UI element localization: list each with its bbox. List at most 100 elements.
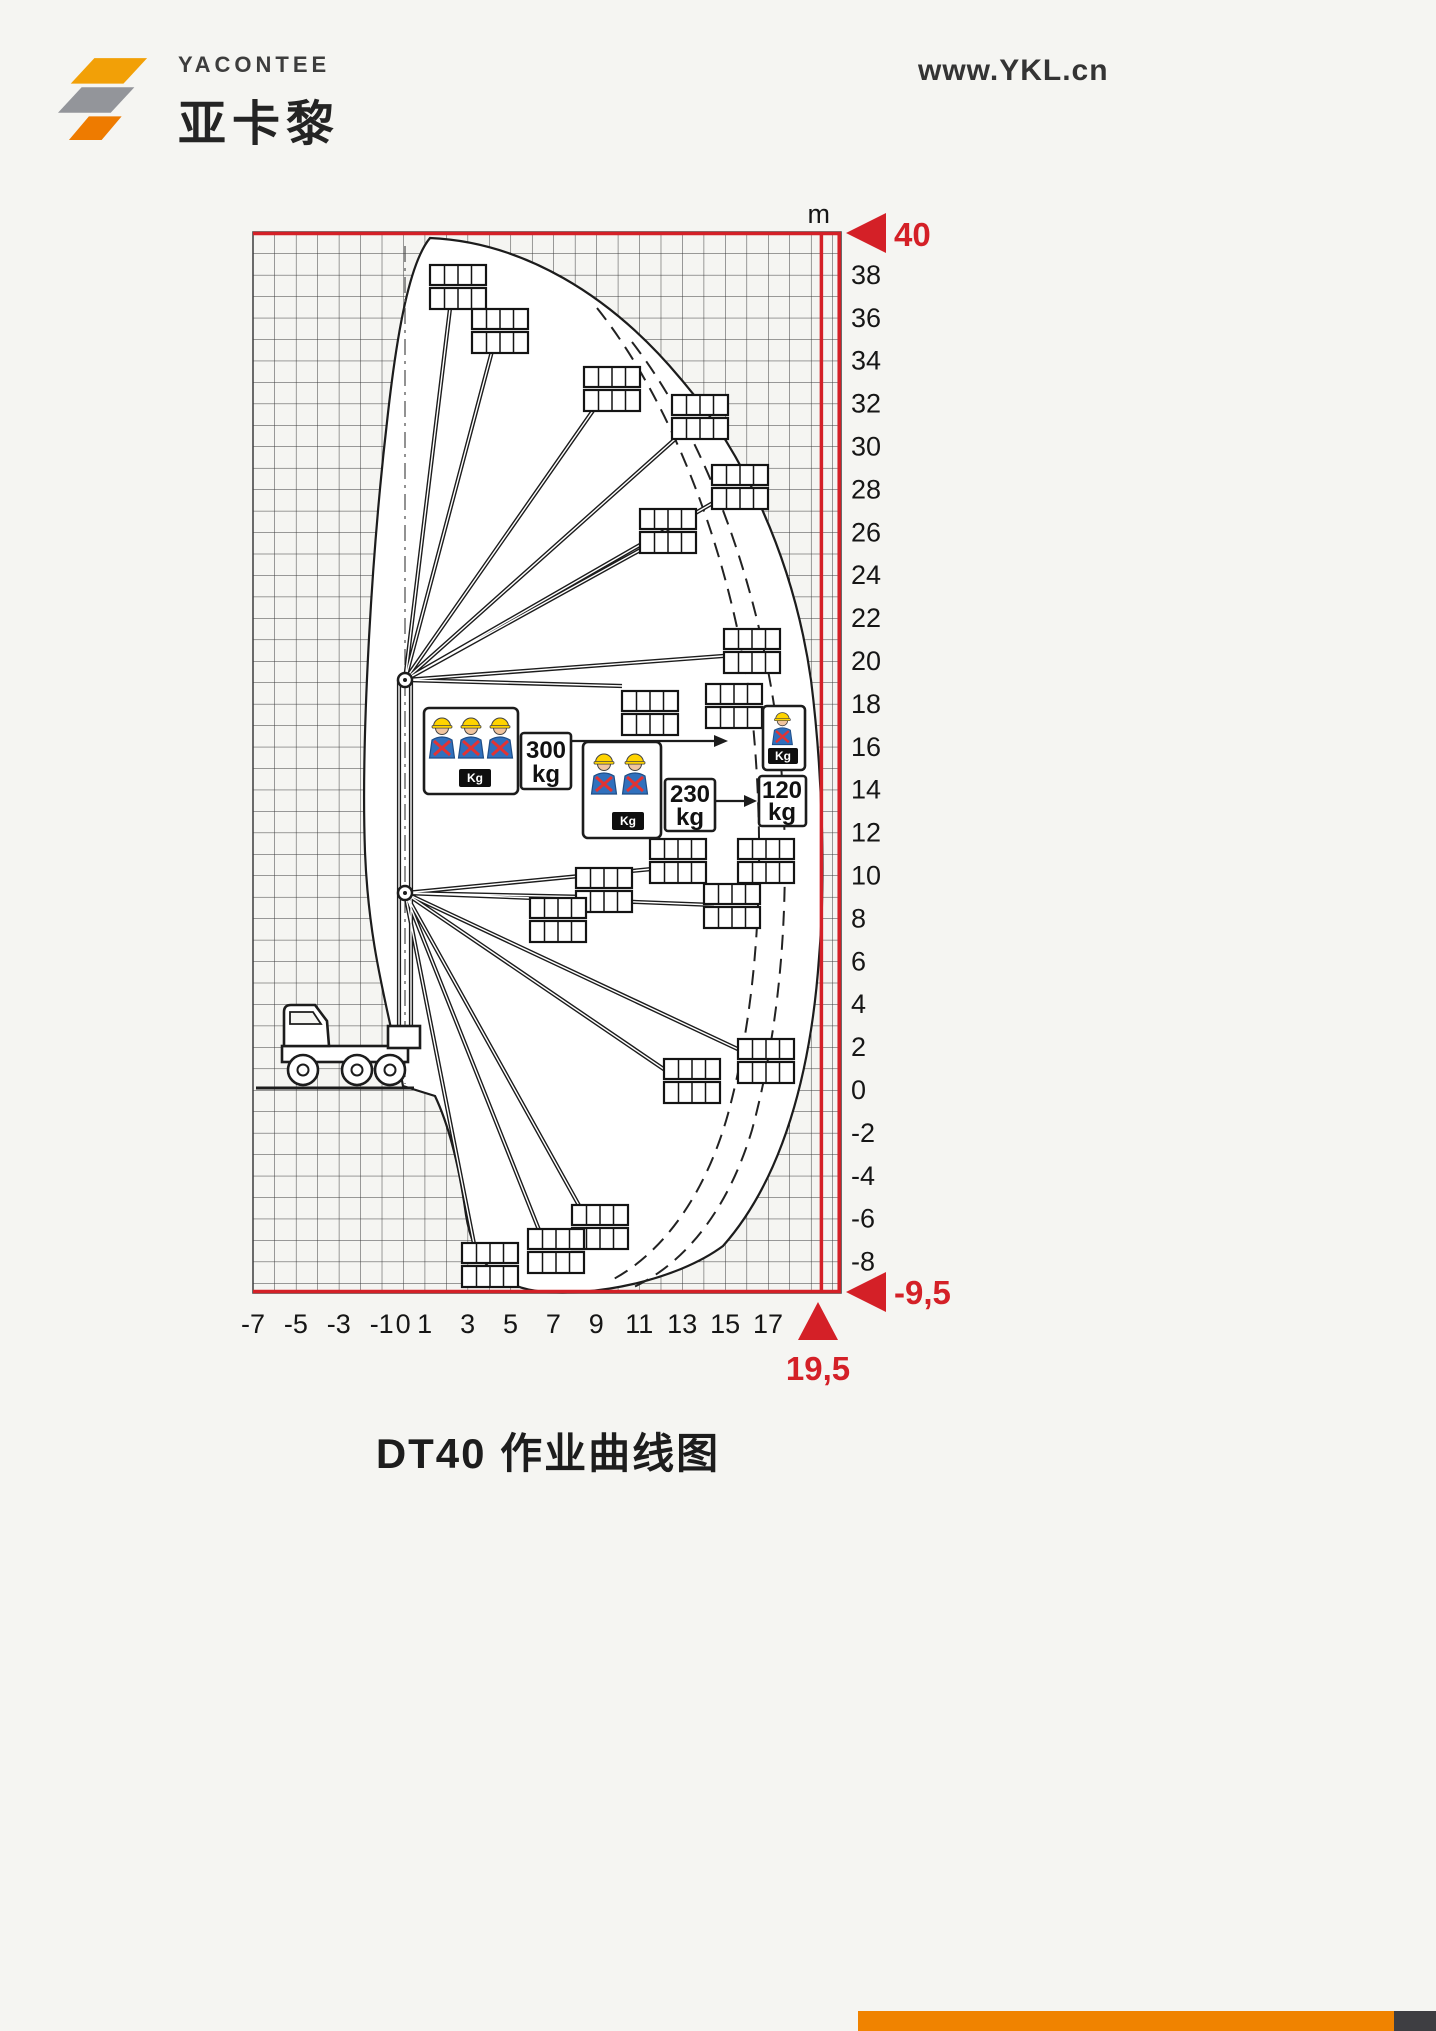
kg-flag-icon <box>768 748 798 764</box>
x-tick-label: 0 <box>396 1309 411 1339</box>
y-tick-label: 20 <box>851 646 881 676</box>
platform-basket <box>702 882 762 930</box>
y-tick-label: 36 <box>851 303 881 333</box>
x-tick-label: 13 <box>667 1309 697 1339</box>
kg-flag-label: Kg <box>775 749 791 763</box>
reach-arrow-230kg <box>715 795 757 807</box>
y-tick-label: 26 <box>851 517 881 547</box>
x-tick-label: 11 <box>625 1309 653 1339</box>
yacontee-logo-icon <box>58 58 148 140</box>
brand-name-en: YACONTEE <box>178 52 331 77</box>
platform-basket <box>704 682 764 730</box>
y-tick-label: 22 <box>851 603 881 633</box>
platform-basket <box>662 1057 722 1105</box>
load-value-120: 120 <box>762 777 802 804</box>
y-tick-label: 10 <box>851 861 881 891</box>
truck <box>256 1003 422 1090</box>
y-tick-label: 18 <box>851 689 881 719</box>
max-height-value: 40 <box>894 216 931 253</box>
y-tick-label: 2 <box>851 1032 866 1062</box>
arrow-right-icon <box>714 735 728 747</box>
x-tick-label: 1 <box>417 1309 432 1339</box>
platform-basket <box>638 507 698 555</box>
max-outreach-arrow-icon <box>798 1302 838 1340</box>
x-tick-label: 9 <box>589 1309 604 1339</box>
y-tick-label: -8 <box>851 1247 875 1277</box>
x-tick-label: 7 <box>546 1309 561 1339</box>
load-unit-230: kg <box>676 804 704 831</box>
min-depth-arrow-icon <box>846 1272 886 1312</box>
website-url: www.YKL.cn <box>918 54 1109 87</box>
x-tick-label: 17 <box>753 1309 783 1339</box>
platform-basket <box>736 1037 796 1085</box>
load-label-120kg: 120 kg <box>757 774 808 828</box>
platform-basket <box>582 365 642 413</box>
truck-wheel <box>373 1053 407 1087</box>
kg-flag-icon <box>612 812 644 830</box>
load-box-230kg-workers: Kg <box>581 740 663 840</box>
x-tick-label: 3 <box>460 1309 475 1339</box>
x-tick-label: -1 <box>370 1309 394 1339</box>
y-tick-label: 14 <box>851 775 881 805</box>
y-tick-label: 24 <box>851 560 881 590</box>
y-tick-label: 12 <box>851 818 881 848</box>
load-label-230kg: 230 kg <box>663 777 717 833</box>
kg-flag-label: Kg <box>620 814 636 828</box>
footer-accent-bar <box>858 2011 1394 2031</box>
kg-flag-label: Kg <box>467 771 483 785</box>
y-tick-label: -2 <box>851 1118 875 1148</box>
min-depth-value: -9,5 <box>894 1274 951 1311</box>
platform-basket <box>722 627 782 675</box>
load-unit-120: kg <box>768 799 796 826</box>
platform-basket <box>620 689 680 737</box>
truck-wheel <box>340 1053 374 1087</box>
x-tick-label: 5 <box>503 1309 518 1339</box>
limit-markers: 40 -9,5 19,5 <box>786 213 951 1387</box>
platform-basket <box>428 263 488 311</box>
y-tick-label: 32 <box>851 389 881 419</box>
max-height-arrow-icon <box>846 213 886 253</box>
load-box-120kg-worker: Kg <box>761 704 807 772</box>
y-tick-label: 16 <box>851 732 881 762</box>
brand-name-cn: 亚卡黎 <box>178 98 341 151</box>
y-tick-label: 34 <box>851 346 881 376</box>
unit-label: m <box>808 199 831 229</box>
arrow-right-icon <box>744 795 757 807</box>
platform-basket <box>528 896 588 944</box>
kg-flag-icon <box>459 769 491 787</box>
platform-basket <box>470 307 530 355</box>
y-tick-label: 8 <box>851 903 866 933</box>
y-tick-label: 30 <box>851 432 881 462</box>
load-value-300: 300 <box>526 737 566 764</box>
footer-corner-block <box>1394 2011 1436 2031</box>
load-value-230: 230 <box>670 781 710 808</box>
x-tick-label: -3 <box>327 1309 351 1339</box>
platform-basket <box>648 837 708 885</box>
platform-basket <box>670 393 730 441</box>
platform-basket <box>710 463 770 511</box>
y-tick-label: 6 <box>851 946 866 976</box>
brand-logo: YACONTEE 亚卡黎 <box>58 52 340 154</box>
platform-basket <box>526 1227 586 1275</box>
y-tick-label: -4 <box>851 1161 875 1191</box>
platform-basket <box>460 1241 520 1289</box>
load-capacity-labels: Kg 300 kg Kg 230 kg <box>422 704 808 840</box>
y-tick-label: 38 <box>851 260 881 290</box>
diagram-title: DT40 作业曲线图 <box>375 1430 721 1477</box>
y-tick-label: 28 <box>851 474 881 504</box>
platform-basket <box>736 837 796 885</box>
x-tick-label: -7 <box>241 1309 265 1339</box>
y-tick-label: -6 <box>851 1204 875 1234</box>
y-tick-label: 0 <box>851 1075 866 1105</box>
truck-wheel <box>286 1053 320 1087</box>
x-tick-label: 15 <box>710 1309 740 1339</box>
y-axis-labels: 38363432302826242220181614121086420-2-4-… <box>851 260 881 1277</box>
load-box-300kg-workers: Kg <box>422 706 520 796</box>
brand-text: YACONTEE 亚卡黎 <box>178 52 340 154</box>
x-tick-label: -5 <box>284 1309 308 1339</box>
load-label-300kg: 300 kg <box>519 731 573 791</box>
max-outreach-value: 19,5 <box>786 1350 850 1387</box>
